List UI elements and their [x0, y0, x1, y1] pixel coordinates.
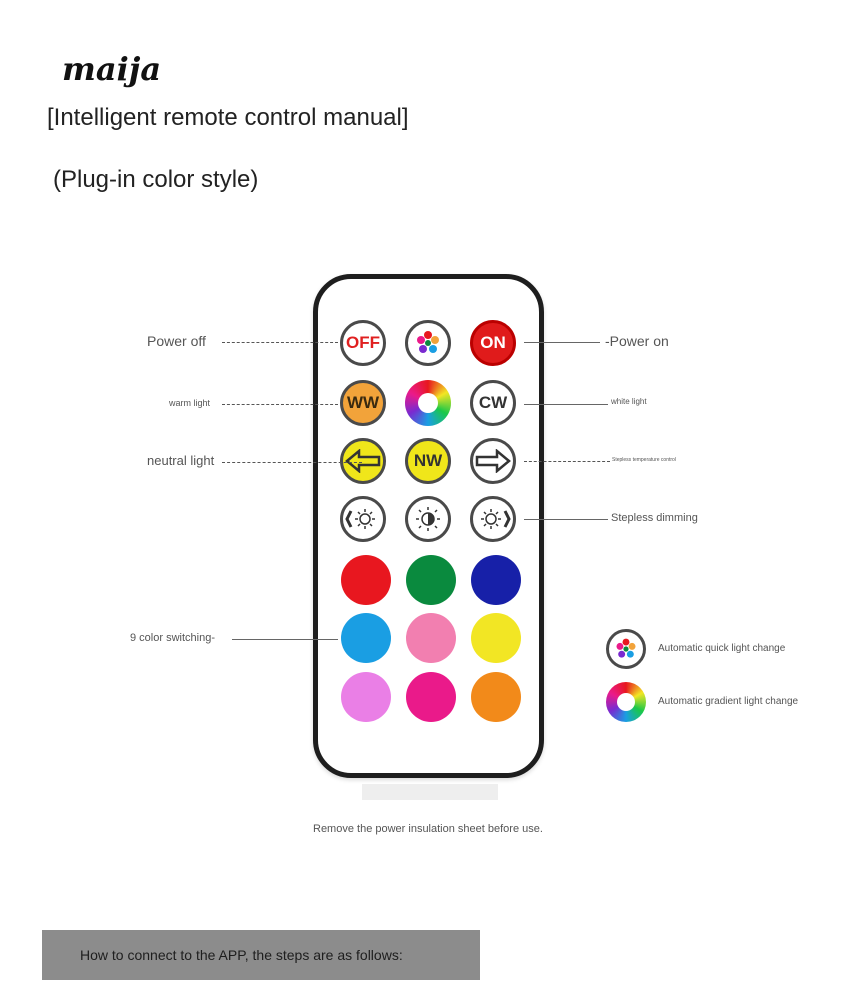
warm-light-leader	[222, 404, 338, 405]
color-green-button[interactable]	[406, 555, 456, 605]
app-instructions-bar	[42, 930, 480, 980]
dim-down-button[interactable]	[340, 496, 386, 542]
color-wheel-icon	[617, 693, 635, 711]
off-button-label: OFF	[346, 333, 380, 352]
warm-white-button[interactable]: WW	[340, 380, 386, 426]
neutral-light-leader	[222, 462, 362, 463]
power-off-callout: Power off	[147, 333, 206, 349]
on-button-label: ON	[480, 333, 506, 352]
dim-up-button[interactable]	[470, 496, 516, 542]
color-magenta-button[interactable]	[406, 672, 456, 722]
on-button[interactable]: ON	[470, 320, 516, 366]
color-violet-button[interactable]	[341, 672, 391, 722]
arrow-left-icon	[345, 449, 381, 473]
legend-quick-change-icon	[606, 629, 646, 669]
neutral-white-button[interactable]: NW	[405, 438, 451, 484]
arrow-right-icon	[475, 449, 511, 473]
cool-white-button[interactable]: CW	[470, 380, 516, 426]
cw-button-label: CW	[478, 393, 508, 412]
stepless-dimming-leader	[524, 519, 608, 520]
warm-light-callout: warm light	[169, 398, 211, 408]
neutral-light-callout: neutral light	[147, 453, 215, 468]
white-light-leader	[524, 404, 608, 405]
white-light-callout: white light	[611, 397, 647, 406]
off-button[interactable]: OFF	[340, 320, 386, 366]
stepless-temp-callout: Stepless temperature control	[612, 457, 676, 463]
nine-color-leader	[232, 639, 338, 640]
insulation-note: Remove the power insulation sheet before…	[313, 823, 543, 835]
legend-gradient-change-icon	[606, 682, 646, 722]
power-on-leader	[524, 342, 600, 343]
color-pink-button[interactable]	[406, 613, 456, 663]
app-instructions-text: How to connect to the APP, the steps are…	[80, 947, 403, 963]
color-red-button[interactable]	[341, 555, 391, 605]
color-sky-button[interactable]	[341, 613, 391, 663]
color-dots-icon	[616, 638, 636, 658]
color-blue-button[interactable]	[471, 555, 521, 605]
dim-up-icon	[481, 509, 511, 529]
gradient-change-button[interactable]	[405, 380, 451, 426]
power-off-leader	[222, 342, 338, 343]
manual-subtitle: (Plug-in color style)	[53, 166, 259, 193]
nw-button-label: NW	[413, 451, 443, 470]
stepless-dimming-callout: Stepless dimming	[611, 512, 698, 524]
temp-warmer-button[interactable]	[340, 438, 386, 484]
color-yellow-button[interactable]	[471, 613, 521, 663]
color-orange-button[interactable]	[471, 672, 521, 722]
nine-color-callout: 9 color switching-	[130, 632, 215, 644]
dim-down-icon	[345, 509, 375, 529]
stepless-temp-leader	[524, 461, 610, 462]
brightness-icon	[416, 507, 440, 531]
ww-button-label: WW	[346, 393, 380, 412]
legend-gradient-change-label: Automatic gradient light change	[658, 696, 799, 707]
legend-quick-change-label: Automatic quick light change	[658, 643, 786, 654]
insulation-tab	[362, 784, 498, 800]
temp-cooler-button[interactable]	[470, 438, 516, 484]
brightness-button[interactable]	[405, 496, 451, 542]
color-wheel-icon	[418, 393, 438, 413]
manual-title: [Intelligent remote control manual]	[47, 104, 409, 131]
quick-change-button[interactable]	[405, 320, 451, 366]
color-dots-icon	[417, 331, 439, 353]
power-on-callout: -Power on	[605, 333, 669, 349]
brand-logo: maija	[62, 50, 162, 88]
